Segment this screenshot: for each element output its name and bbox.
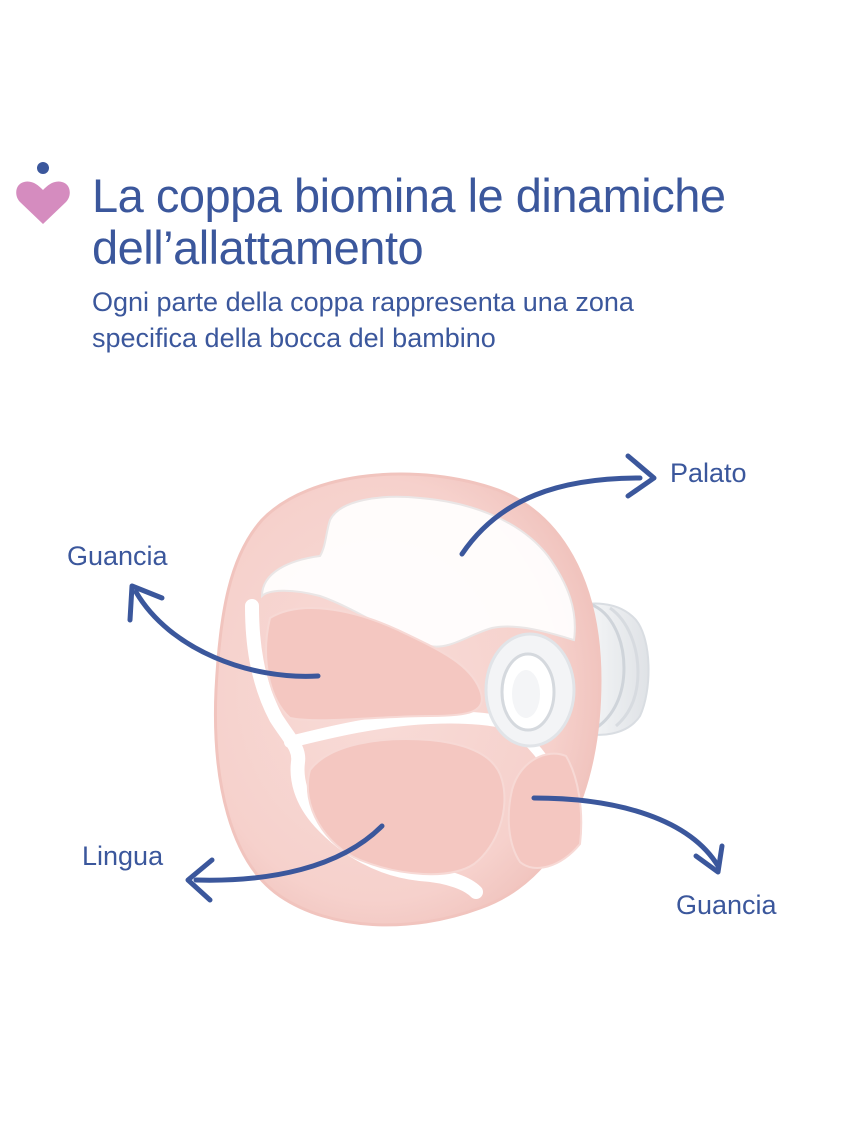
arrow-guancia-left [127, 583, 321, 679]
label-lingua: Lingua [82, 841, 164, 871]
arrow-palato [459, 453, 657, 557]
cup-palate-clear-region [260, 495, 576, 648]
cup-cheek-right-pad [507, 752, 583, 869]
brand-heart-logo-icon [16, 162, 70, 224]
cup-cheek-left-pad [265, 607, 483, 722]
logo-heart [16, 181, 70, 224]
subtitle-line-1: Ogni parte della coppa rappresenta una z… [92, 287, 634, 317]
cup-tunnel-opening [484, 632, 576, 748]
label-palato: Palato [670, 458, 747, 488]
logo-dot [37, 162, 49, 174]
title-line-1: La coppa biomina le dinamiche [92, 169, 726, 222]
label-guancia-left: Guancia [67, 541, 168, 571]
subtitle-line-2: specifica della bocca del bambino [92, 323, 496, 353]
label-guancia-right: Guancia [676, 890, 777, 920]
arrow-lingua [185, 823, 385, 903]
cup-frame-middle [284, 711, 516, 748]
title-line-2: dell’allattamento [92, 221, 424, 274]
page-subtitle: Ogni parte della coppa rappresenta una z… [92, 284, 832, 356]
page-title: La coppa biomina le dinamiche dell’allat… [92, 170, 832, 274]
arrow-guancia-right [531, 795, 725, 875]
